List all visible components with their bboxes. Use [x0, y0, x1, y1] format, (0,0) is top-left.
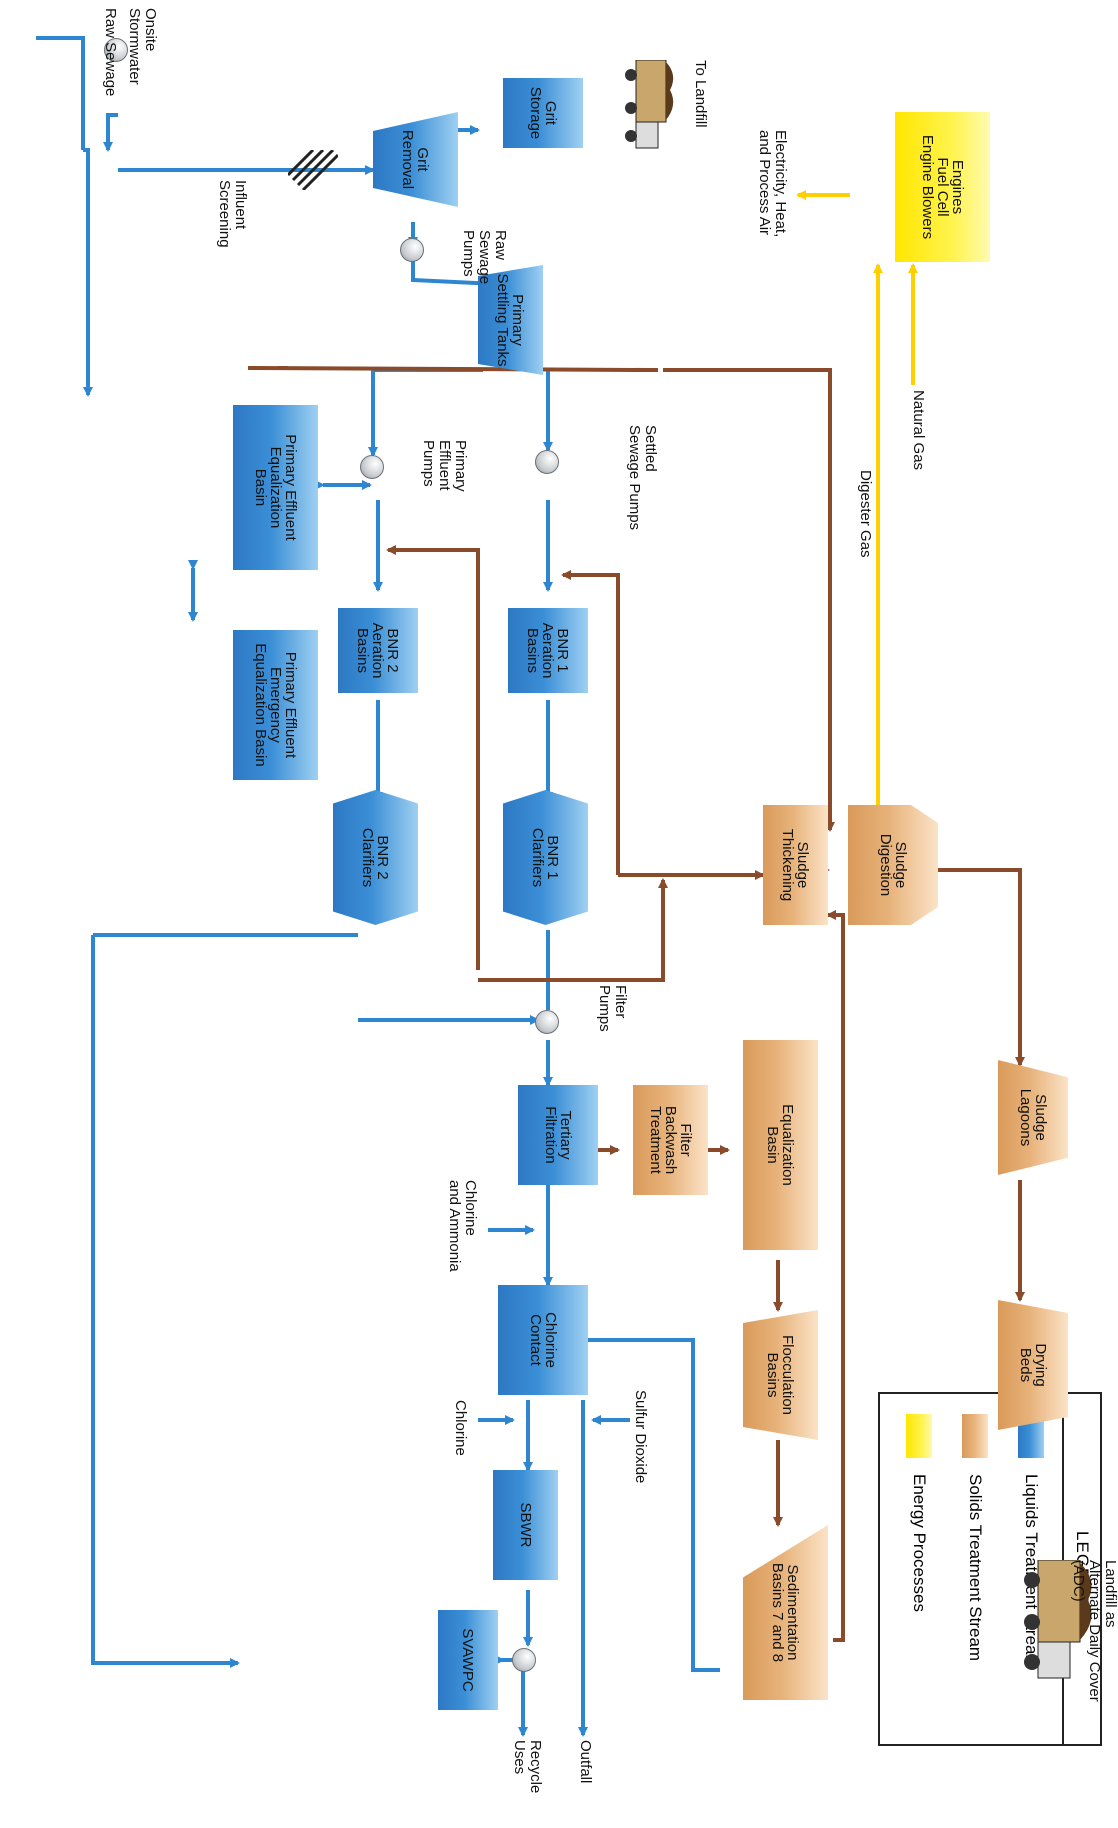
filter-pumps-label: Filter Pumps [596, 985, 629, 1032]
to-landfill-label: To Landfill [692, 60, 709, 128]
outfall-label: Outfall [577, 1740, 594, 1784]
energy-lines [796, 190, 918, 805]
natural-gas-label: Natural Gas [910, 390, 927, 471]
drying-beds-box: Drying Beds [998, 1300, 1068, 1430]
svawpc-box: SVAWPC [438, 1610, 498, 1710]
raw-sewage-pump-icon [400, 238, 424, 262]
chlorine-contact-box: Chlorine Contact [498, 1285, 588, 1395]
chlorine-ammonia-label: Chlorine and Ammonia [446, 1180, 479, 1272]
adc-truck-icon [1024, 1560, 1092, 1679]
filter-backwash-box: Filter Backwash Treatment [633, 1085, 708, 1195]
pe-emergency-box: Primary Effluent Emergency Equalization … [233, 630, 318, 780]
sludge-digestion-box: Sludge Digestion [848, 805, 938, 925]
bnr2-clarifiers-box: BNR 2 Clarifiers [333, 790, 418, 925]
bnr1-aeration-box: BNR 1 Aeration Basins [508, 608, 588, 693]
tertiary-filtration-box: Tertiary Filtration [518, 1085, 598, 1185]
digester-gas-label: Digester Gas [857, 470, 874, 558]
raw-sewage-label: Raw Sewage [102, 8, 119, 97]
sbwr-box: SBWR [493, 1470, 558, 1580]
legend-solids-label: Solids Treatment Stream [966, 1474, 985, 1662]
chlorine-label: Chlorine [452, 1400, 469, 1456]
solid-lines [247, 366, 1025, 1642]
primary-effluent-pump-icon [360, 455, 384, 479]
flocculation-box: Flocculation Basins [743, 1310, 818, 1440]
legend-energy-swatch [906, 1414, 932, 1458]
recycle-uses-label: Recycle Uses [511, 1740, 544, 1794]
onsite-stormwater-label: Onsite Stormwater [126, 8, 159, 85]
sludge-lagoons-box: Sludge Lagoons [998, 1060, 1068, 1175]
equalization-basin-box: Equalization Basin [743, 1040, 818, 1250]
legend-solids-swatch [962, 1414, 988, 1458]
sulfur-dioxide-label: Sulfur Dioxide [632, 1390, 649, 1484]
primary-effluent-pumps-label: Primary Effluent Pumps [420, 440, 469, 492]
engines-box: Engines Fuel Cell Engine Blowers [895, 112, 990, 262]
bnr2-aeration-box: BNR 2 Aeration Basins [338, 608, 418, 693]
influent-screening-label: Influent Screening [216, 180, 249, 248]
landfill-truck-icon [625, 60, 674, 149]
grit-storage-box: Grit Storage [503, 78, 583, 148]
bnr1-clarifiers-box: BNR 1 Clarifiers [503, 790, 588, 925]
settled-sewage-pump-icon [535, 450, 559, 474]
pe-equalization-box: Primary Effluent Equalization Basin [233, 405, 318, 570]
electricity-label: Electricity, Heat, and Process Air [756, 130, 789, 238]
sludge-thickening-box: Sludge Thickening [763, 805, 828, 925]
screening-grate-icon [288, 150, 338, 190]
raw-sewage-pumps-label: Raw Sewage Pumps [460, 230, 509, 285]
legend-energy-label: Energy Processes [910, 1474, 929, 1612]
landfill-adc-label: Landfill as Alternate Daily Cover (ADC) [1070, 1560, 1118, 1702]
filter-pump-icon [535, 1010, 559, 1034]
liquid-lines [36, 36, 720, 1737]
settled-sewage-pumps-label: Settled Sewage Pumps [626, 425, 659, 531]
recycle-pump-icon [512, 1648, 536, 1672]
